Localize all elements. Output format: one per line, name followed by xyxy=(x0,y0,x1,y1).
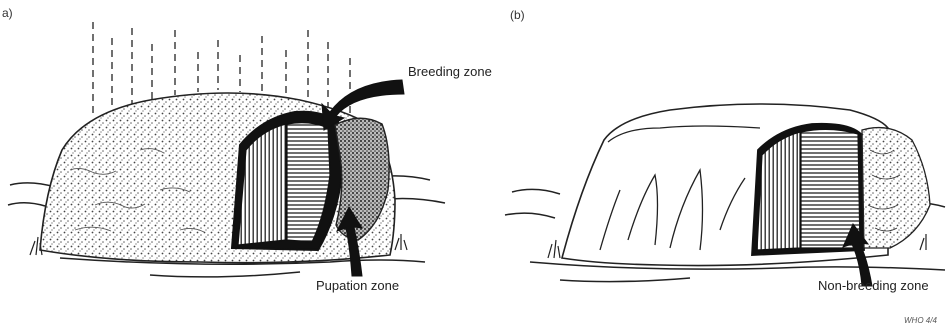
panel-b-drawing xyxy=(505,104,945,286)
panel-b-label: (b) xyxy=(510,8,525,23)
figure-credit: WHO 4/4 xyxy=(904,313,937,328)
pupation-zone-label: Pupation zone xyxy=(316,278,399,293)
exposed-edge xyxy=(862,128,930,248)
panel-a-label: a) xyxy=(2,6,13,21)
non-breeding-zone-label: Non-breeding zone xyxy=(818,278,929,293)
panel-a-drawing xyxy=(8,22,445,277)
breeding-zone-label: Breeding zone xyxy=(408,64,492,79)
